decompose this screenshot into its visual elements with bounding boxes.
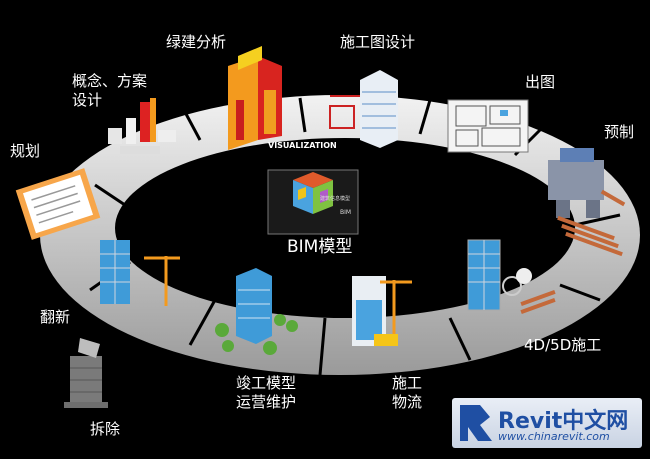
clipboard-icon (15, 168, 101, 240)
operations-building-icon (215, 268, 298, 355)
stage-label-green: 绿建分析 (166, 33, 227, 51)
revit-logo-icon (460, 405, 492, 441)
renovation-building-icon (100, 240, 180, 306)
prefab-machine-icon (548, 148, 626, 257)
watermark-brand: Revit中文网 (498, 409, 629, 434)
green-analysis-tower-icon (228, 46, 282, 150)
center-icon-side-text: BIM (340, 209, 351, 216)
stage-label-renovation: 翻新 (40, 308, 71, 326)
stage-label-prefab: 预制 (604, 123, 635, 141)
stage-label-4d5d: 4D/5D施工 (524, 336, 602, 354)
stage-label-construction-drawing: 施工图设计 (340, 33, 416, 51)
stage-label-planning: 规划 (10, 142, 41, 160)
stage-label-drawing-output: 出图 (525, 73, 556, 91)
demolition-building-icon (64, 338, 108, 408)
watermark-url: www.chinarevit.com (498, 430, 610, 443)
stage-label-demolition: 拆除 (90, 420, 121, 438)
bim-cube-icon (267, 169, 359, 235)
logistics-site-icon (352, 276, 412, 346)
floor-plan-icon (447, 99, 529, 153)
watermark-badge: Revit中文网 www.chinarevit.com (452, 398, 642, 448)
concept-model-icon (108, 98, 176, 154)
stage-label-logistics: 施工 物流 (392, 374, 423, 411)
4d-5d-construction-icon (467, 239, 556, 315)
center-icon-text: 建筑信息模型 (320, 195, 350, 202)
center-label: BIM模型 (287, 237, 353, 257)
construction-drawing-building-icon (329, 70, 398, 148)
stage-label-operations: 竣工模型 运营维护 (236, 374, 297, 411)
stage-label-concept: 概念、方案 设计 (72, 72, 148, 109)
ring-caption: VISUALIZATION (268, 141, 337, 150)
